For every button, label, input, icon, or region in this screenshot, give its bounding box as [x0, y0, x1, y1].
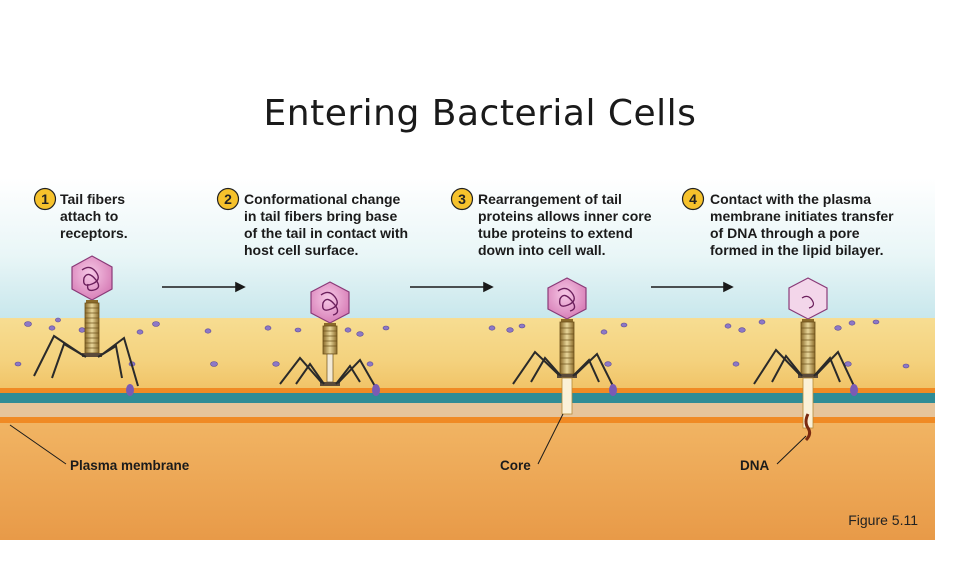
caption-text: down into cell wall.: [478, 242, 606, 258]
caption-text: 1: [41, 191, 49, 207]
collar: [86, 300, 98, 303]
label-core: Core: [500, 413, 564, 473]
caption-text: host cell surface.: [244, 242, 358, 258]
inner-core-tube: [561, 377, 573, 415]
dna-tangle: [81, 266, 100, 292]
dna-tangle: [320, 291, 339, 316]
phage-stage-3: [512, 277, 617, 415]
base-plate: [320, 382, 340, 386]
membrane-teal: [0, 393, 935, 403]
cytoplasm: [0, 423, 935, 540]
caption-text: 3: [458, 191, 466, 207]
step-1-caption: 1 Tail fibers attach to receptors.: [33, 187, 128, 241]
tail-fibers: [753, 348, 855, 387]
slide-title: Entering Bacterial Cells: [263, 93, 697, 134]
caption-text: of DNA through a pore: [710, 225, 860, 241]
caption-text: Plasma membrane: [70, 458, 190, 473]
phage-entry-diagram: 1 Tail fibers attach to receptors. 2 Con…: [0, 178, 935, 540]
phage-stage-2: [279, 281, 380, 396]
caption-text: attach to: [60, 208, 118, 224]
receptor: [126, 384, 134, 396]
membrane-mid: [0, 403, 935, 417]
cell-wall-layer: [0, 318, 935, 388]
caption-text: 4: [689, 191, 697, 207]
caption-text: in tail fibers bring base: [244, 208, 397, 224]
tail-sheath: [800, 321, 816, 375]
base-plate: [82, 353, 102, 357]
collar: [802, 319, 814, 322]
label-plasma-membrane: Plasma membrane: [9, 424, 190, 473]
tail-fibers: [33, 334, 139, 387]
inner-tube: [326, 353, 334, 383]
caption-text: receptors.: [60, 225, 128, 241]
step-2-caption: 2 Conformational change in tail fibers b…: [216, 187, 408, 258]
tail-fibers: [279, 356, 377, 389]
injected-dna: [804, 413, 812, 442]
base-plate: [798, 374, 818, 378]
step-arrows: [162, 281, 734, 293]
caption-text: proteins allows inner core: [478, 208, 652, 224]
caption-text: tube proteins to extend: [478, 225, 633, 241]
inner-core-tube: [802, 377, 814, 429]
step-3-number-badge: [450, 187, 474, 211]
figure-caption: Figure 5.11: [848, 512, 918, 528]
tail-fibers: [512, 350, 614, 387]
step-2-number-badge: [216, 187, 240, 211]
base-plate: [557, 374, 577, 378]
receptor: [609, 384, 617, 396]
caption-text: 2: [224, 191, 232, 207]
collar: [324, 323, 336, 326]
dna-tangle: [557, 287, 576, 312]
phage-stage-4: [753, 277, 858, 442]
tail-sheath: [559, 321, 575, 375]
membrane-orange-bottom: [0, 417, 935, 423]
receptor: [372, 384, 380, 396]
receptor: [850, 384, 858, 396]
caption-text: Tail fibers: [60, 191, 125, 207]
step-3-caption: 3 Rearrangement of tail proteins allows …: [450, 187, 652, 258]
caption-text: Rearrangement of tail: [478, 191, 622, 207]
collar: [561, 319, 573, 322]
caption-text: Core: [500, 458, 531, 473]
caption-text: of the tail in contact with: [244, 225, 408, 241]
membrane-orange-top: [0, 388, 935, 393]
caption-text: Contact with the plasma: [710, 191, 871, 207]
caption-text: Conformational change: [244, 191, 401, 207]
dna-remnant: [801, 295, 815, 309]
tail-sheath: [322, 325, 338, 355]
label-dna: DNA: [740, 435, 807, 473]
caption-text: membrane initiates transfer: [710, 208, 894, 224]
step-4-caption: 4 Contact with the plasma membrane initi…: [681, 187, 894, 258]
phage-stage-1: [33, 255, 139, 396]
caption-text: DNA: [740, 458, 769, 473]
step-1-number-badge: [33, 187, 57, 211]
step-4-number-badge: [681, 187, 705, 211]
caption-text: formed in the lipid bilayer.: [710, 242, 883, 258]
